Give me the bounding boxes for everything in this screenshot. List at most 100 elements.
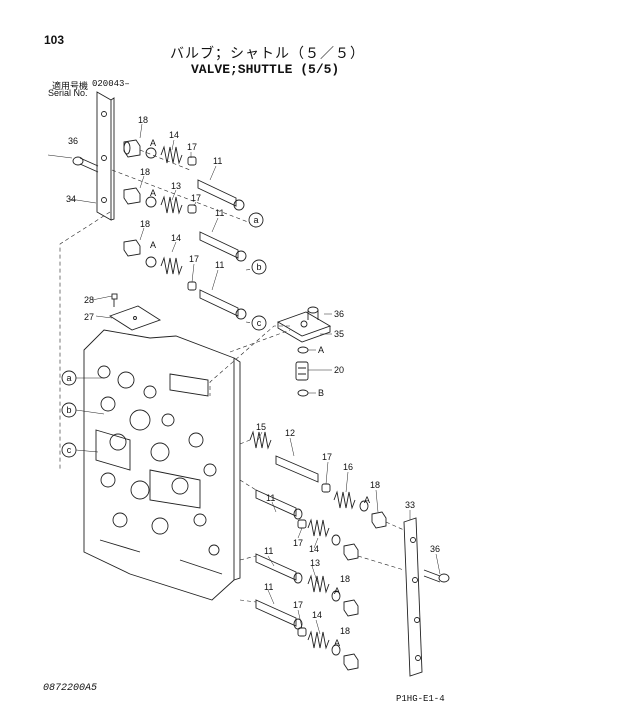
valve-body bbox=[83, 329, 241, 601]
connector-a-top-label: a bbox=[253, 215, 258, 225]
label-A-c: A bbox=[150, 240, 156, 250]
page-number: 103 bbox=[44, 33, 65, 47]
label-11-e: 11 bbox=[264, 546, 273, 556]
plug-18-row3 bbox=[123, 239, 141, 257]
label-14-e: 14 bbox=[309, 544, 319, 554]
connector-c-top-label: c bbox=[257, 318, 262, 328]
label-20: 20 bbox=[334, 365, 344, 375]
label-15: 15 bbox=[256, 422, 266, 432]
reference-code: P1HG-E1-4 bbox=[396, 694, 445, 704]
plug-18-row1 bbox=[123, 139, 141, 158]
label-A-a: A bbox=[150, 138, 156, 148]
bolt-36-cover bbox=[307, 306, 319, 320]
label-11-b: 11 bbox=[215, 208, 224, 218]
label-34: 34 bbox=[66, 194, 76, 204]
plug-18-lower3 bbox=[343, 599, 359, 617]
serial-number: 020043– bbox=[92, 79, 130, 89]
label-28: 28 bbox=[84, 295, 94, 305]
spring-13-row2 bbox=[160, 195, 183, 215]
spring-16 bbox=[333, 490, 356, 510]
label-17-f: 17 bbox=[293, 600, 303, 610]
spring-15 bbox=[249, 430, 272, 450]
connector-c-side bbox=[61, 442, 77, 458]
label-14-c: 14 bbox=[171, 233, 181, 243]
spool-11-lower2 bbox=[255, 553, 303, 584]
label-17-c: 17 bbox=[189, 254, 199, 264]
label-18-e: 18 bbox=[340, 574, 350, 584]
cap-17-row3 bbox=[187, 281, 197, 291]
bolt-36-right bbox=[423, 569, 450, 583]
plug-18-lower1 bbox=[371, 511, 387, 529]
label-36-cover: 36 bbox=[334, 309, 344, 319]
spring-14-row1 bbox=[160, 145, 183, 165]
label-11-a: 11 bbox=[213, 156, 222, 166]
connector-b-top-label: b bbox=[256, 262, 261, 272]
plug-18-lower2 bbox=[343, 543, 359, 561]
label-17-b: 17 bbox=[191, 193, 201, 203]
plug-18-row2 bbox=[123, 187, 141, 205]
label-35: 35 bbox=[334, 329, 344, 339]
spool-11-row2 bbox=[199, 231, 247, 262]
connector-b-top bbox=[251, 259, 267, 275]
bolt-36-left bbox=[72, 156, 99, 173]
leader-b bbox=[75, 409, 105, 415]
plug-18-lower4 bbox=[343, 653, 359, 671]
spring-13-lower bbox=[307, 574, 330, 594]
label-16: 16 bbox=[343, 462, 353, 472]
label-14-a: 14 bbox=[169, 130, 179, 140]
cap-17-row1 bbox=[187, 156, 197, 166]
spool-11-row3 bbox=[199, 289, 247, 320]
label-11-c: 11 bbox=[215, 260, 224, 270]
label-13-b: 13 bbox=[171, 181, 181, 191]
page-title-english: VALVE;SHUTTLE (5/5) bbox=[191, 62, 340, 77]
label-17-e: 17 bbox=[293, 538, 303, 548]
document-code: 0872200A5 bbox=[43, 683, 98, 694]
cap-17-row2 bbox=[187, 204, 197, 214]
spool-11-row1 bbox=[197, 179, 245, 211]
label-27: 27 bbox=[84, 312, 94, 322]
label-18-a: 18 bbox=[138, 115, 148, 125]
label-36-right: 36 bbox=[430, 544, 440, 554]
gasket-27 bbox=[108, 305, 162, 331]
label-11-d: 11 bbox=[266, 493, 275, 503]
callout-labels: 18 A 14 17 11 36 34 18 A 13 17 11 18 A 1… bbox=[66, 115, 440, 648]
label-A-b: A bbox=[150, 188, 156, 198]
connector-c-top bbox=[251, 315, 267, 331]
screw-28 bbox=[111, 293, 118, 307]
plate-34 bbox=[96, 91, 115, 221]
plate-33 bbox=[403, 517, 423, 677]
shuttle-20 bbox=[295, 361, 309, 381]
o-ring-lower2 bbox=[331, 534, 341, 546]
serial-label-english: Serial No. bbox=[48, 88, 88, 98]
leader-c bbox=[75, 449, 99, 453]
connector-b-side-label: b bbox=[66, 405, 71, 415]
spool-11-lower1 bbox=[255, 489, 303, 520]
o-ring-A-shuttle bbox=[297, 346, 309, 354]
label-18-d: 18 bbox=[370, 480, 380, 490]
label-18-c: 18 bbox=[140, 219, 150, 229]
connector-a-top bbox=[248, 212, 264, 228]
connector-a-side bbox=[61, 370, 77, 386]
o-ring-row3 bbox=[145, 256, 157, 268]
o-ring-lower1 bbox=[359, 500, 369, 512]
label-12: 12 bbox=[285, 428, 295, 438]
cap-17-lower1 bbox=[321, 483, 331, 493]
label-14-f: 14 bbox=[312, 610, 322, 620]
cover-35 bbox=[276, 311, 332, 343]
label-17-a: 17 bbox=[187, 142, 197, 152]
spring-14-lower1 bbox=[307, 518, 330, 538]
o-ring-lower4 bbox=[331, 644, 341, 656]
spring-14-lower2 bbox=[307, 630, 330, 650]
label-36-left: 36 bbox=[68, 136, 78, 146]
label-A-f: A bbox=[334, 638, 340, 648]
label-B-shuttle: B bbox=[318, 388, 324, 398]
connector-b-side bbox=[61, 402, 77, 418]
label-13-e: 13 bbox=[310, 558, 320, 568]
spring-14-row3 bbox=[160, 256, 183, 276]
connector-c-side-label: c bbox=[67, 445, 72, 455]
label-A-shuttle: A bbox=[318, 345, 324, 355]
label-A-d: A bbox=[364, 495, 370, 505]
guide-lines-lower bbox=[239, 439, 405, 603]
label-11-f: 11 bbox=[264, 582, 273, 592]
